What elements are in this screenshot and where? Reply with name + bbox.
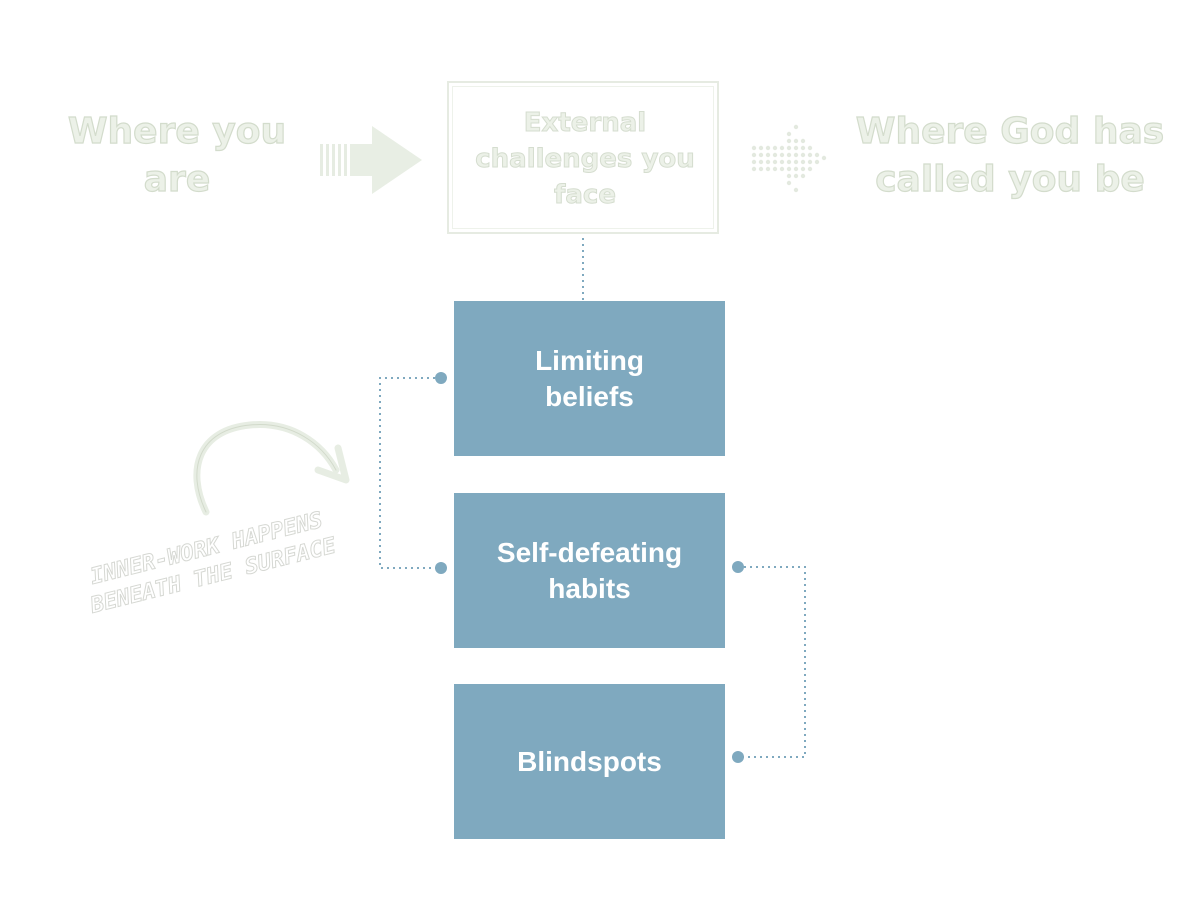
- limiting-beliefs-box: Limiting beliefs: [454, 301, 725, 456]
- connector-habits-to-blindspots: [732, 561, 806, 763]
- where-god-called-label: Where God has called you be: [855, 110, 1165, 200]
- curved-arrow-icon: [193, 421, 350, 516]
- blindspots-label: Blindspots: [517, 745, 662, 777]
- self-defeating-habits-label: Self-defeating habits: [496, 536, 683, 604]
- external-challenges-label: External challenges you face: [475, 108, 696, 211]
- striped-arrow-icon: [320, 126, 422, 194]
- dotted-arrow-icon: [751, 124, 827, 193]
- where-you-are-label: Where you are: [67, 110, 287, 200]
- connector-limiting-to-habits: [379, 372, 447, 574]
- self-defeating-habits-box: Self-defeating habits: [454, 493, 725, 648]
- blindspots-box: Blindspots: [454, 684, 725, 839]
- external-challenges-box: External challenges you face: [447, 81, 719, 234]
- limiting-beliefs-label: Limiting beliefs: [535, 344, 644, 412]
